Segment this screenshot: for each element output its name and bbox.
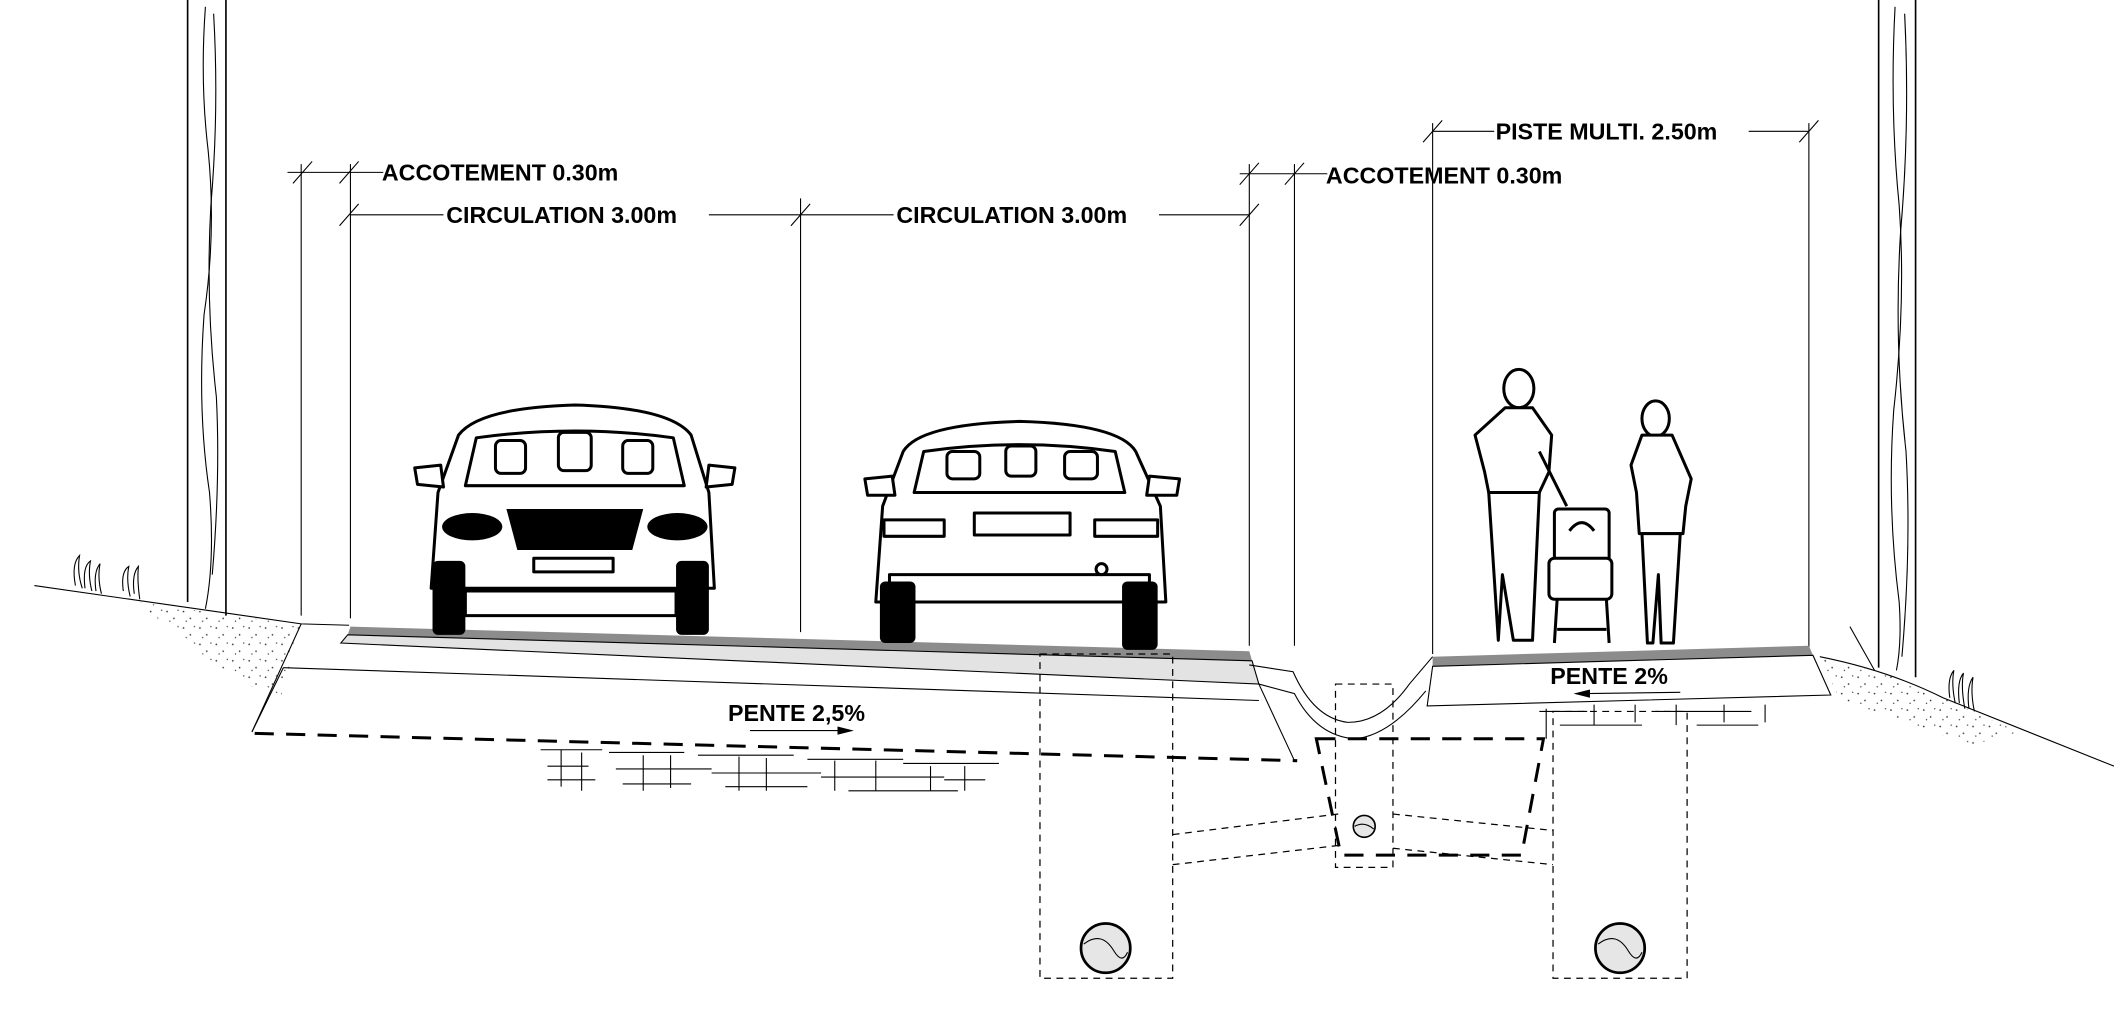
tree-left-trunk [186,0,227,616]
subbase-hatching [540,704,1766,792]
pipe-icon [1352,814,1376,839]
dimension-label-piste-multi: PISTE MULTI. 2.50m [1496,119,1718,145]
gravel-embankment-right [1819,656,2019,746]
tree-right-trunk [1877,0,1917,678]
arrow-left-icon [1573,689,1681,698]
pipe-icon [1594,922,1647,975]
multi-use-path [1426,645,1832,707]
gravel-embankment-left [137,601,302,733]
roadway-structure [251,626,1434,763]
grass-icon [73,553,1975,712]
dimension-label-accotement-left: ACCOTEMENT 0.30m [382,160,618,186]
slope-label-path: PENTE 2% [1550,663,1668,689]
car-front-view [413,403,737,635]
pedestrian-man [1473,367,1569,642]
path-pavement [1432,645,1813,667]
stroller [1547,507,1614,644]
pedestrian-woman [1629,399,1693,645]
dimension-label-circulation-2: CIRCULATION 3.00m [896,202,1127,228]
car-rear-view [863,419,1182,650]
pipe-icon [1079,922,1132,975]
pavement-layer [347,626,1253,661]
slope-label-roadway: PENTE 2,5% [728,700,865,726]
drainage-system [1039,653,1688,979]
dimension-label-circulation-1: CIRCULATION 3.00m [446,202,677,228]
dimension-label-accotement-right: ACCOTEMENT 0.30m [1326,162,1562,188]
arrow-right-icon [749,726,854,735]
